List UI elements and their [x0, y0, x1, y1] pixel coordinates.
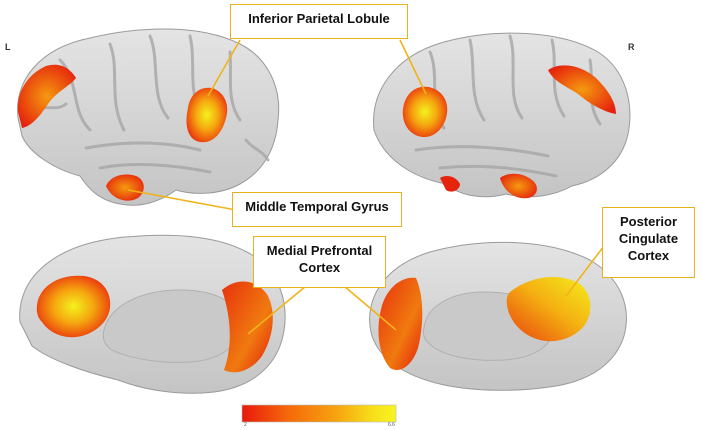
right-temporal-activation — [440, 176, 460, 192]
left-pcc-activation — [36, 275, 111, 338]
colorbar-min-label: 2 — [244, 422, 247, 428]
right-hemisphere-label: R — [628, 42, 635, 52]
leader-ipl-left — [207, 39, 241, 97]
callout-mpfc-line2: Cortex — [298, 260, 341, 275]
right-medial-hemisphere — [369, 241, 627, 391]
right-ipl-activation — [402, 86, 448, 138]
left-hemisphere-label: L — [5, 42, 11, 52]
callout-posterior-cingulate-cortex: Posterior Cingulate Cortex — [602, 207, 695, 278]
right-pcc-activation — [506, 277, 591, 342]
colorbar-max-label: 6.6 — [388, 422, 395, 428]
callout-ipl-text: Inferior Parietal Lobule — [248, 11, 390, 26]
callout-inferior-parietal-lobule: Inferior Parietal Lobule — [230, 4, 408, 39]
callout-middle-temporal-gyrus: Middle Temporal Gyrus — [232, 192, 402, 227]
leader-mtg — [127, 189, 237, 211]
leader-pcc — [565, 245, 605, 297]
left-mtg-activation — [106, 174, 144, 201]
left-medial-hemisphere — [19, 234, 286, 394]
right-mtg-activation — [500, 173, 537, 199]
callout-medial-prefrontal-cortex: Medial Prefrontal Cortex — [253, 236, 386, 288]
right-mpfc-activation — [378, 277, 423, 370]
leader-lines — [127, 39, 605, 335]
colorbar — [241, 404, 397, 423]
callout-mpfc-line1: Medial Prefrontal — [266, 243, 373, 258]
left-frontal-activation — [17, 64, 76, 128]
right-frontal-activation — [548, 65, 616, 114]
left-ipl-activation — [186, 87, 228, 143]
callout-mtg-text: Middle Temporal Gyrus — [245, 199, 389, 214]
left-mpfc-activation — [222, 281, 273, 373]
leader-ipl-right — [399, 39, 427, 95]
right-lateral-hemisphere — [373, 32, 631, 199]
callout-pcc-line1: Posterior — [619, 214, 678, 229]
leader-mpfc-left — [247, 285, 307, 335]
callout-pcc-line2: Cingulate — [618, 231, 679, 246]
leader-mpfc-right — [343, 285, 397, 331]
callout-pcc-line3: Cortex — [627, 248, 670, 263]
left-lateral-hemisphere — [17, 28, 280, 206]
